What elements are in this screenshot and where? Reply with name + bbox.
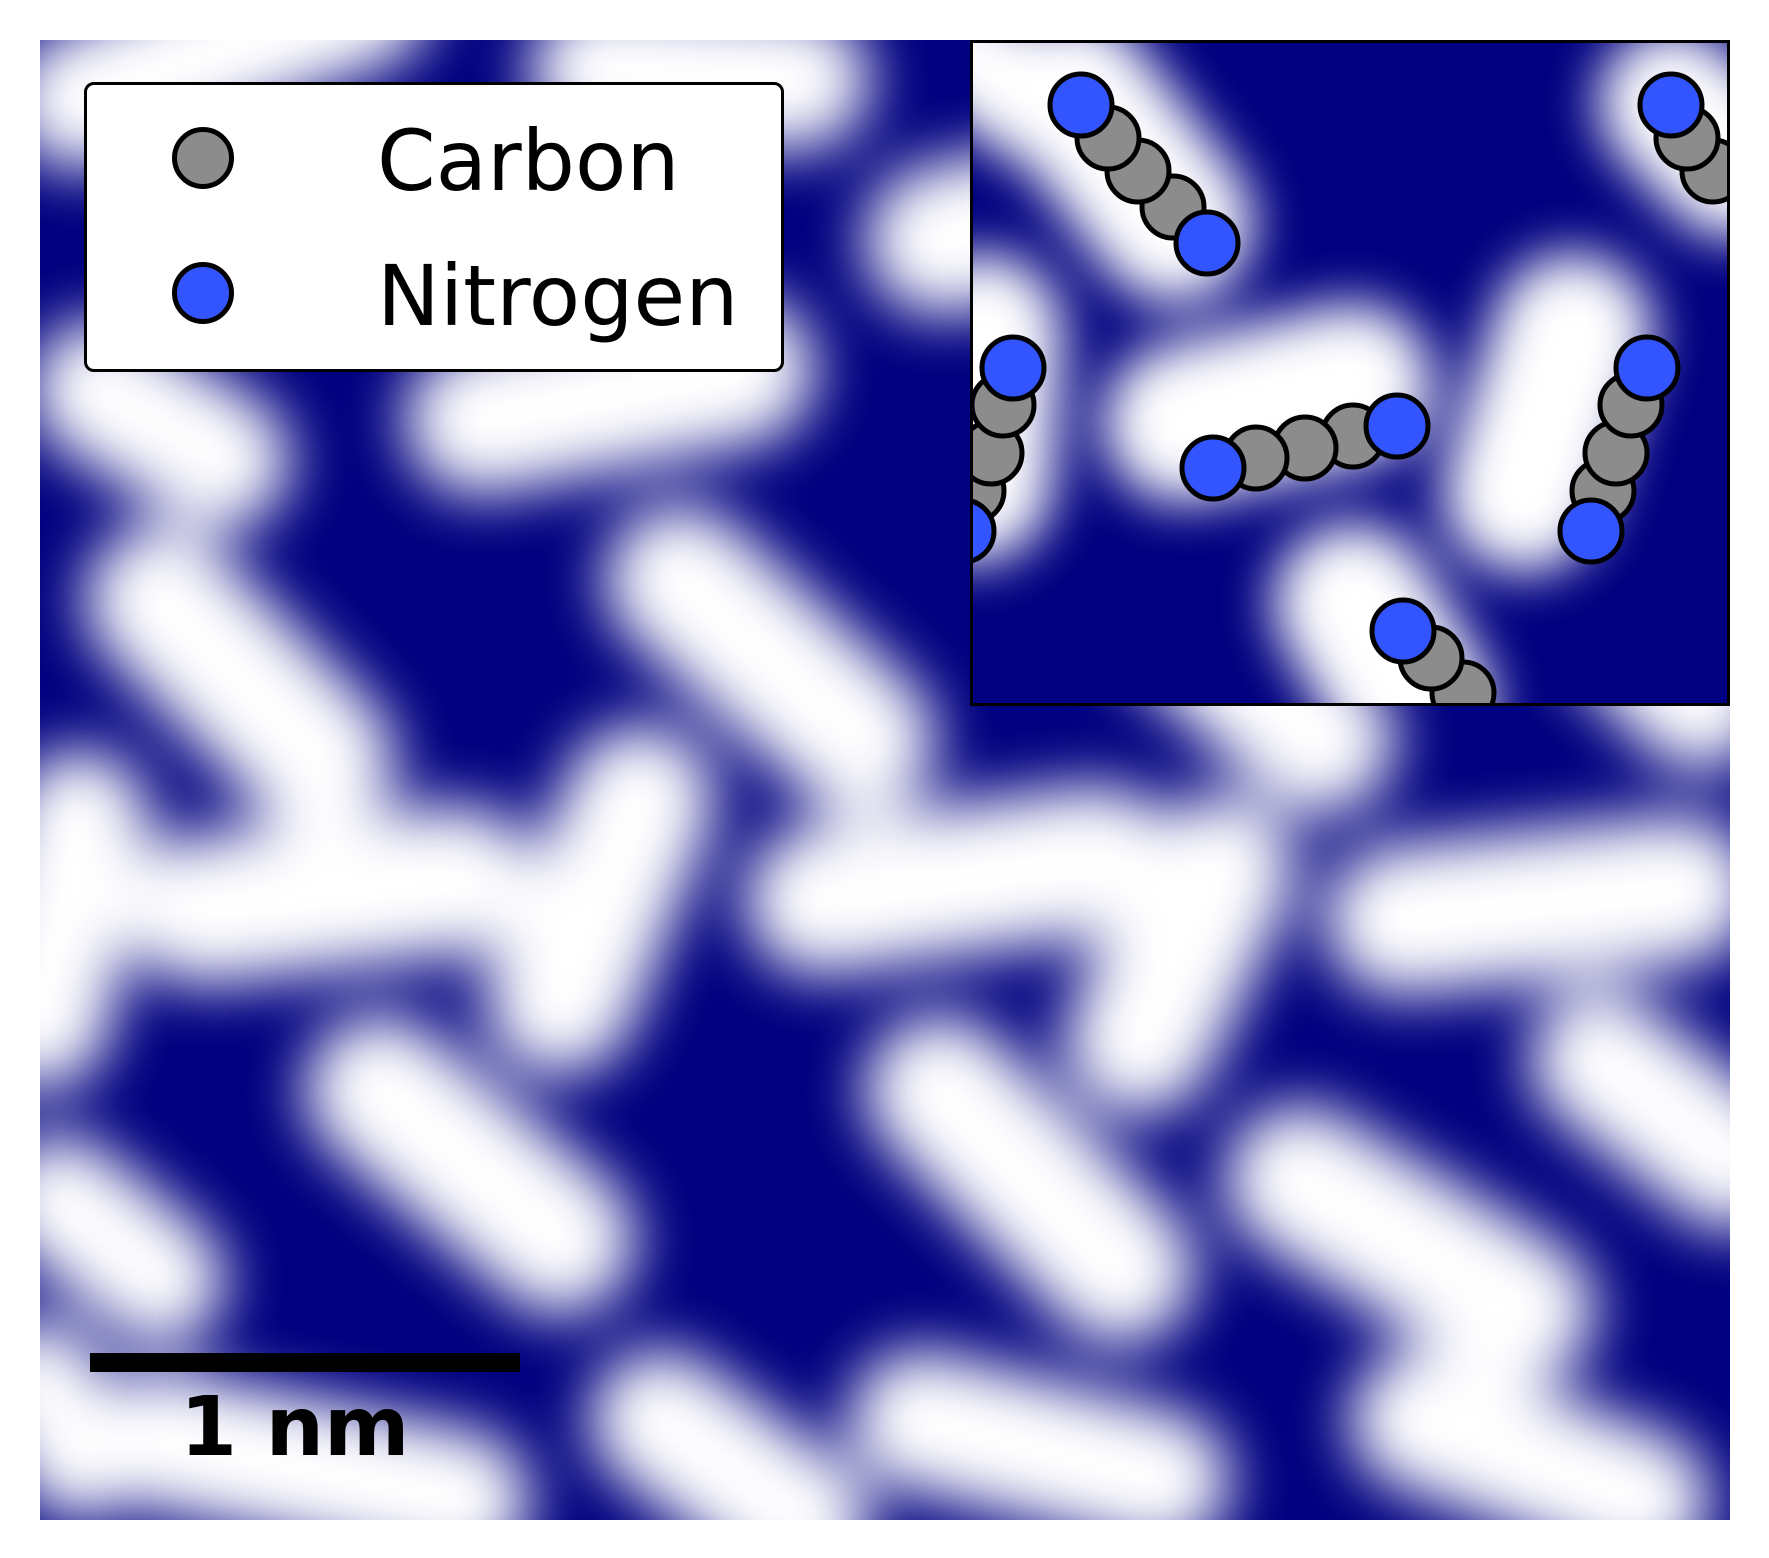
density-blob	[40, 320, 290, 530]
density-blob	[305, 1015, 635, 1315]
nitrogen-atom	[973, 499, 997, 563]
nitrogen-atom	[1173, 209, 1241, 277]
density-blob	[865, 1015, 1195, 1345]
nitrogen-atom	[1613, 334, 1681, 402]
inset-structure	[973, 43, 1727, 703]
density-blob	[590, 1350, 870, 1520]
density-blob	[85, 525, 395, 835]
density-blob	[1350, 1350, 1710, 1520]
density-blob	[1225, 1105, 1595, 1385]
density-blob	[405, 295, 815, 495]
legend-item-nitrogen: Nitrogen	[87, 230, 781, 350]
nitrogen-marker-icon	[172, 262, 234, 324]
nitrogen-atom	[1363, 392, 1431, 460]
nitrogen-atom	[1557, 497, 1625, 565]
legend-label-carbon: Carbon	[377, 112, 680, 210]
density-blob	[973, 43, 1093, 163]
density-blob	[90, 1370, 530, 1520]
density-blob	[850, 1350, 1230, 1520]
density-blob	[40, 1135, 225, 1345]
density-blob	[125, 805, 535, 985]
density-blob	[485, 725, 715, 1075]
carbon-marker-icon	[172, 127, 234, 189]
legend: Carbon Nitrogen	[84, 82, 784, 372]
nitrogen-atom	[1179, 434, 1247, 502]
stm-image: Carbon Nitrogen 1 nm	[40, 40, 1730, 1520]
density-blob	[745, 785, 1175, 975]
scale-bar	[90, 1353, 520, 1372]
nitrogen-atom	[1637, 71, 1705, 139]
legend-label-nitrogen: Nitrogen	[377, 247, 739, 345]
density-blob	[1325, 815, 1730, 995]
density-blob	[1443, 253, 1653, 573]
density-blob	[1065, 795, 1295, 1115]
nitrogen-atom	[1047, 71, 1115, 139]
nitrogen-atom	[979, 334, 1047, 402]
legend-item-carbon: Carbon	[87, 95, 781, 215]
scale-bar-label: 1 nm	[180, 1380, 410, 1475]
density-blob	[40, 1320, 140, 1520]
density-blob	[605, 505, 935, 815]
density-blob	[1103, 303, 1433, 503]
density-blob	[530, 40, 870, 150]
density-blob	[40, 750, 150, 1090]
nitrogen-atom	[1369, 597, 1437, 665]
density-blob	[1530, 990, 1730, 1230]
molecule-inset	[970, 40, 1730, 706]
